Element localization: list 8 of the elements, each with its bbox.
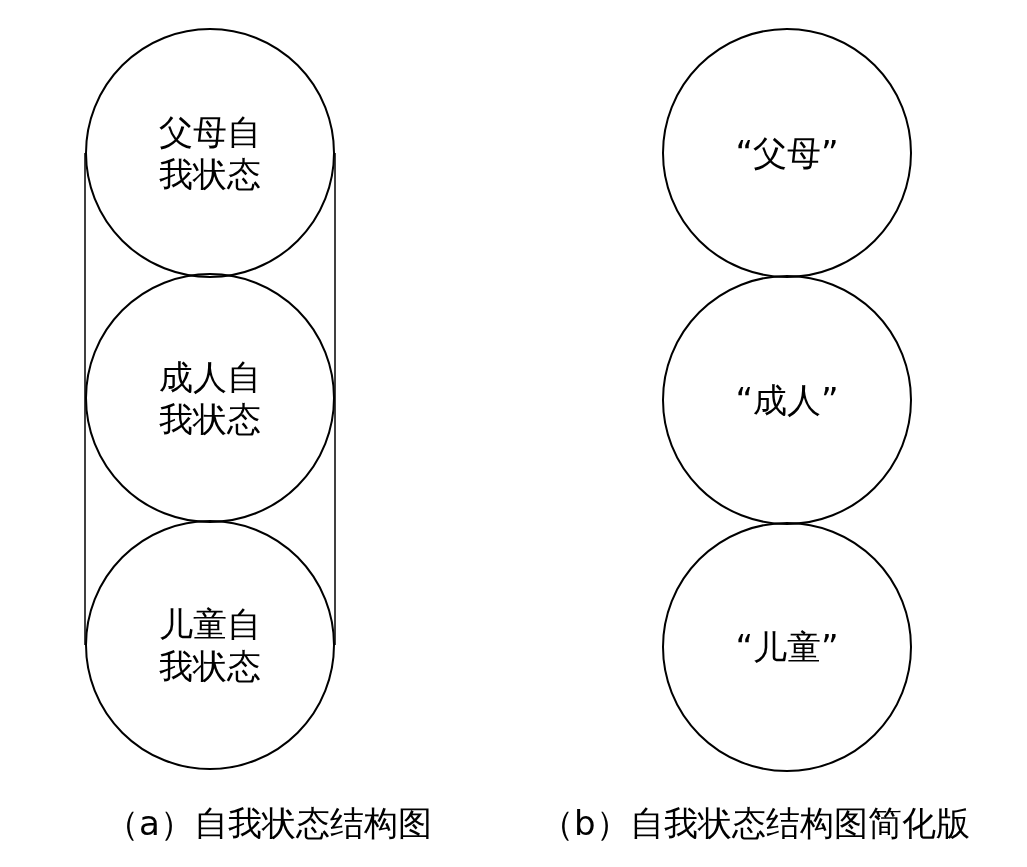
circle-label: 父母自我状态 <box>158 110 262 196</box>
circle-label: 成人自我状态 <box>158 355 262 441</box>
figure-caption: （b）自我状态结构图简化版 <box>540 802 970 845</box>
circle-label: 儿童自我状态 <box>158 602 262 688</box>
circle-label: “成人” <box>735 378 839 422</box>
figure-caption: （a）自我状态结构图 <box>105 802 432 845</box>
circle-label: “父母” <box>735 131 839 175</box>
circle-label: “儿童” <box>735 625 839 669</box>
